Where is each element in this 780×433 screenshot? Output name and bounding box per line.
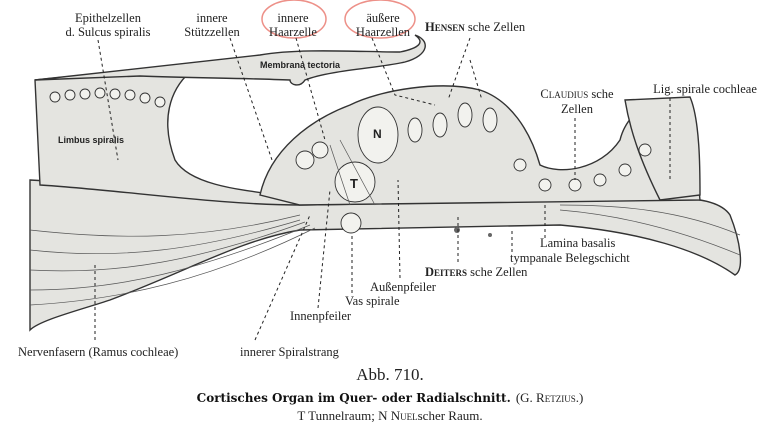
label-claudius: Claudius sche	[540, 87, 614, 101]
vas-spirale	[340, 212, 362, 234]
figure-title: Cortisches Organ im Quer- oder Radialsch…	[197, 387, 584, 406]
illustration	[29, 34, 742, 332]
leader-lines	[94, 37, 671, 341]
lig-spirale	[624, 96, 701, 201]
label-innenpfeiler: Innenpfeiler	[290, 309, 352, 323]
label-epithelzellen: Epithelzellen	[75, 11, 142, 25]
label-lamina-basalis: Lamina basalis	[540, 236, 615, 250]
label-limbus-spiralis: Limbus spiralis	[58, 135, 124, 145]
highlight-circle-outer	[344, 0, 416, 39]
nerve-fibers	[29, 139, 741, 306]
label-sulcus-spiralis: d. Sulcus spiralis	[65, 25, 150, 39]
label-tympanale-belegschicht: tympanale Belegschicht	[510, 251, 630, 265]
label-hensen: Hensen sche Zellen	[425, 20, 526, 34]
cells	[49, 87, 652, 237]
figure-number: Abb. 710.	[356, 365, 424, 384]
label-stuetzzellen: Stützzellen	[184, 25, 240, 39]
label-vas-spirale: Vas spirale	[345, 294, 400, 308]
label-aussenpfeiler: Außenpfeiler	[370, 280, 437, 294]
highlight-circle-inner	[261, 0, 327, 39]
label-spiralstrang: innerer Spiralstrang	[240, 345, 340, 359]
label-t: T	[350, 176, 358, 191]
figure-legend: T Tunnelraum; N Nuelscher Raum.	[297, 408, 482, 423]
label-membrana-tectoria: Membrana tectoria	[260, 60, 341, 70]
label-n: N	[373, 127, 382, 141]
label-nervenfasern: Nervenfasern (Ramus cochleae)	[18, 345, 178, 359]
label-lig-spirale: Lig. spirale cochleae	[653, 82, 757, 96]
label-haarzelle: Haarzelle	[269, 25, 317, 39]
nuel-space	[357, 106, 399, 164]
label-deiters: Deiters sche Zellen	[425, 265, 528, 279]
label-claudius-zellen: Zellen	[561, 102, 594, 116]
label-aeussere-haarzellen-1: äußere	[366, 11, 400, 25]
label-innere-stuetz-1: innere	[196, 11, 228, 25]
label-innere-haarzelle-1: innere	[277, 11, 309, 25]
membrana-tectoria	[34, 34, 426, 86]
label-haarzellen: Haarzellen	[356, 25, 411, 39]
tunnel-space	[334, 161, 376, 203]
